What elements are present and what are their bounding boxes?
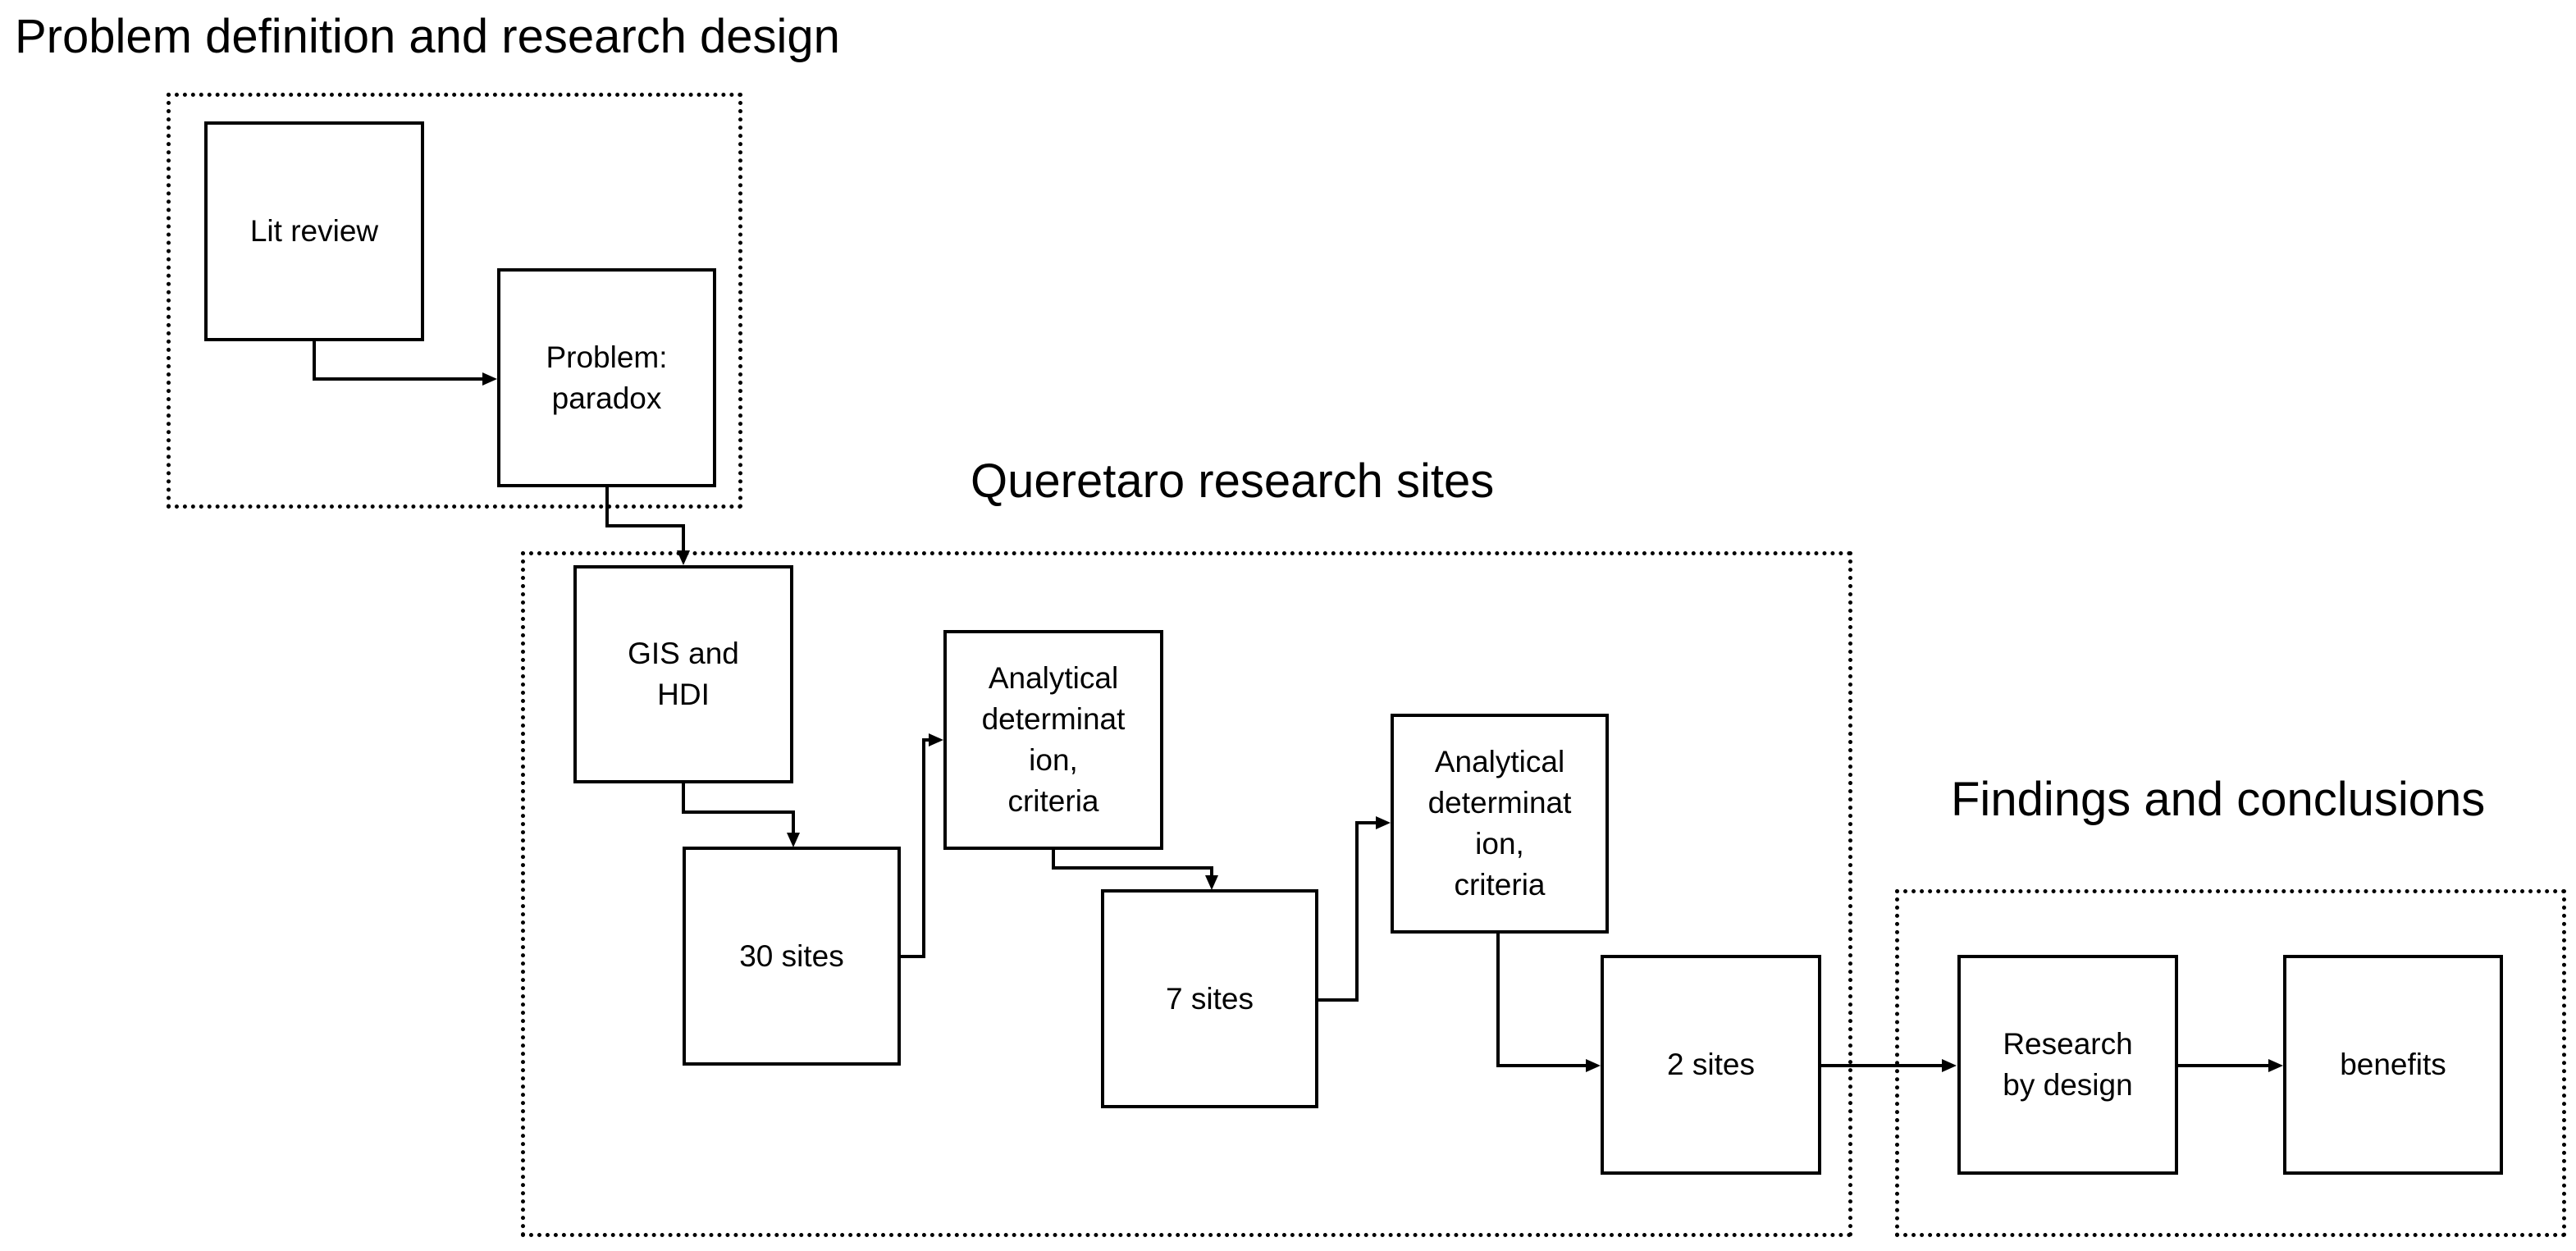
analytical-determination-box-1: Analytical determinat ion, criteria [943,630,1163,850]
lit-review-box: Lit review [204,121,424,341]
benefits-label: benefits [2340,1048,2446,1081]
gis-hdi-box: GIS and HDI [573,565,793,783]
sites-30-label: 30 sites [739,938,844,973]
lit-review-label: Lit review [249,214,379,248]
findings-group-title: Findings and conclusions [1951,773,2486,826]
analytical-determination-label-1: Analytical determinat ion, criteria [981,661,1126,818]
sites-7-box: 7 sites [1101,889,1318,1108]
research-by-design-box: Research by design [1957,955,2178,1175]
sites-7-label: 7 sites [1166,981,1254,1016]
analytical-determination-box-2: Analytical determinat ion, criteria [1391,714,1609,934]
sites-30-box: 30 sites [683,847,901,1066]
gis-hdi-label: GIS and HDI [628,637,739,711]
queretaro-group-title: Queretaro research sites [971,454,1495,508]
findings-group-frame [1895,889,2566,1237]
problem-group-frame [167,93,742,509]
analytical-determination-label-2: Analytical determinat ion, criteria [1427,745,1572,902]
benefits-box: benefits [2283,955,2503,1175]
sites-2-label: 2 sites [1667,1048,1755,1081]
problem-paradox-box: Problem: paradox [497,268,716,487]
sites-2-box: 2 sites [1601,955,1821,1175]
problem-paradox-label: Problem: paradox [546,340,668,415]
queretaro-group-frame [521,551,1852,1237]
research-by-design-label: Research by design [2003,1027,2133,1102]
problem-group-title: Problem definition and research design [15,10,840,63]
